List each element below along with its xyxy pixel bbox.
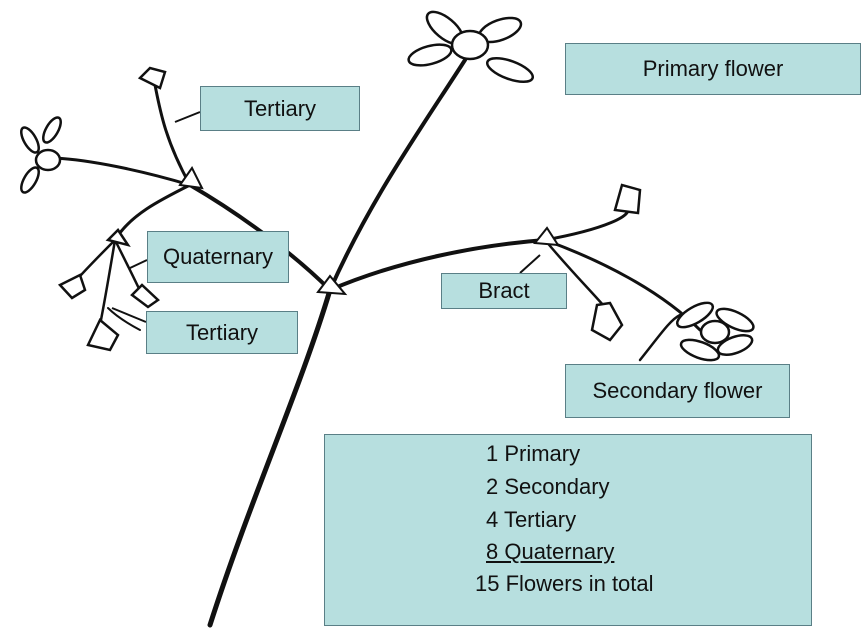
- leader-tertiary-top: [175, 112, 200, 122]
- tertiary-flower-left: [18, 115, 64, 195]
- summary-primary-count: 1 Primary: [486, 441, 580, 467]
- leader-bract: [520, 255, 540, 273]
- secondary-flower-label: Secondary flower: [565, 364, 790, 418]
- bract-label: Bract: [441, 273, 567, 309]
- tertiary-label-top: Tertiary: [200, 86, 360, 131]
- primary-flower-label: Primary flower: [565, 43, 861, 95]
- primary-flower: [406, 6, 535, 86]
- quaternary-bud-3: [132, 285, 158, 307]
- quaternary-bud-1: [60, 275, 85, 298]
- secondary-bud-upper: [615, 185, 640, 213]
- summary-tertiary-count: 4 Tertiary: [486, 507, 576, 533]
- leader-quaternary: [130, 260, 147, 268]
- secondary-bud-lower: [592, 303, 622, 340]
- quaternary-label: Quaternary: [147, 231, 289, 283]
- bract-right: [535, 228, 558, 245]
- quaternary-bud-2: [88, 320, 118, 350]
- summary-total-count: 15 Flowers in total: [475, 571, 654, 597]
- summary-quaternary-count: 8 Quaternary: [486, 539, 614, 565]
- flower-count-summary: 1 Primary 2 Secondary 4 Tertiary 8 Quate…: [324, 434, 812, 626]
- tertiary-bud-top: [140, 68, 165, 88]
- tertiary-label-bottom: Tertiary: [146, 311, 298, 354]
- summary-secondary-count: 2 Secondary: [486, 474, 610, 500]
- secondary-flower: [674, 298, 757, 364]
